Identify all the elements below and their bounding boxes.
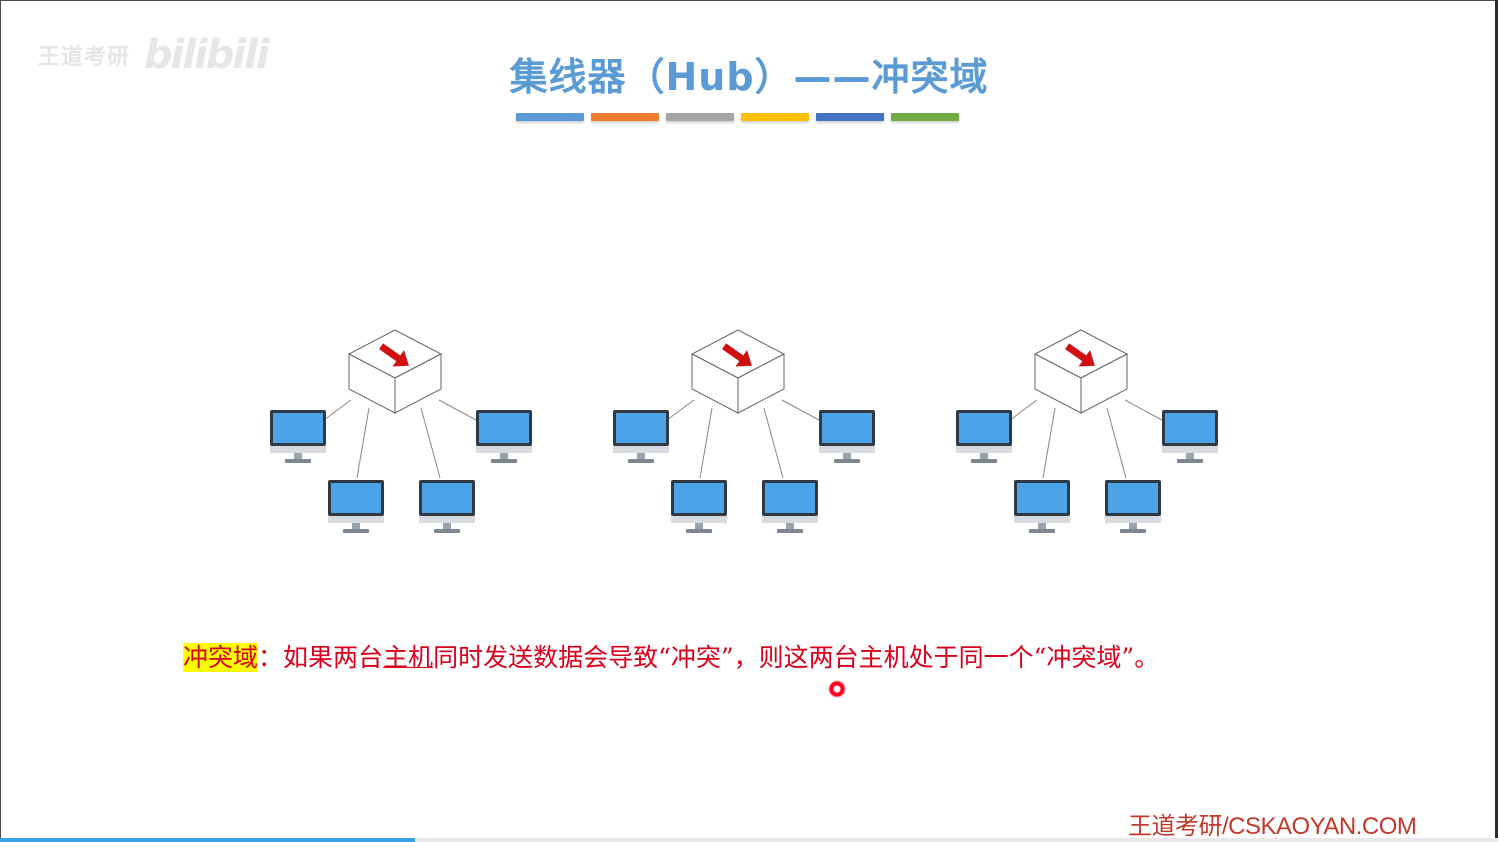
hub-link [1124,399,1163,421]
hub-icon [1033,329,1129,414]
hub-link [438,399,477,421]
hub-link [763,407,784,479]
hub-link [420,407,441,479]
slide-title: 集线器（Hub）——冲突域 [509,55,989,99]
computer-icon [270,410,326,463]
computer-icon [762,480,818,533]
color-bar-segment [891,113,959,121]
watermark-text: 王道考研 [38,45,131,70]
window-edge [1495,0,1498,842]
computer-icon [819,410,875,463]
hub-link [323,399,352,421]
computer-icon [1162,410,1218,463]
hub-link [699,407,713,479]
computer-icon [671,480,727,533]
caption-text-1: 如果两台 [283,643,384,672]
color-bar-segment [741,113,809,121]
computer-icon [476,410,532,463]
progress-track[interactable] [0,838,1498,842]
footer-brand: 王道考研/CSKAOYAN.COM [1128,813,1417,840]
hub-link [1042,407,1056,479]
computer-icon [1014,480,1070,533]
hub-link [1106,407,1127,479]
hub-2 [613,329,875,533]
arrow-icon [722,343,752,367]
laser-pointer-icon [828,680,846,698]
computer-icon [1105,480,1161,533]
hub-link [356,407,370,479]
color-bar-segment [816,113,884,121]
progress-fill [0,838,415,842]
computer-icon [419,480,475,533]
hub-link [666,399,695,421]
hub-network-diagram [270,329,1218,533]
hub-link [781,399,820,421]
hub-1 [270,329,532,533]
hub-link [1009,399,1038,421]
hub-icon [347,329,443,414]
color-bar-segment [591,113,659,121]
watermark: 王道考研 bilibili [38,32,270,78]
hub-icon [690,329,786,414]
color-bar-segment [666,113,734,121]
caption-colon: ： [258,643,284,672]
color-bar-segment [516,113,584,121]
arrow-icon [1065,343,1095,367]
arrow-icon [379,343,409,367]
computer-icon [956,410,1012,463]
title-color-bar [516,113,959,121]
computer-icon [328,480,384,533]
highlighted-term: 冲突域 [183,643,259,672]
bilibili-logo: bilibili [144,32,270,78]
caption-underlined-text: 主机 [383,643,434,672]
caption-text-2: 同时发送数据会导致“冲突”，则这两台主机处于同一个“冲突域”。 [433,643,1160,672]
collision-domain-definition: 冲突域：如果两台主机同时发送数据会导致“冲突”，则这两台主机处于同一个“冲突域”… [183,638,1159,674]
computer-icon [613,410,669,463]
hub-3 [956,329,1218,533]
